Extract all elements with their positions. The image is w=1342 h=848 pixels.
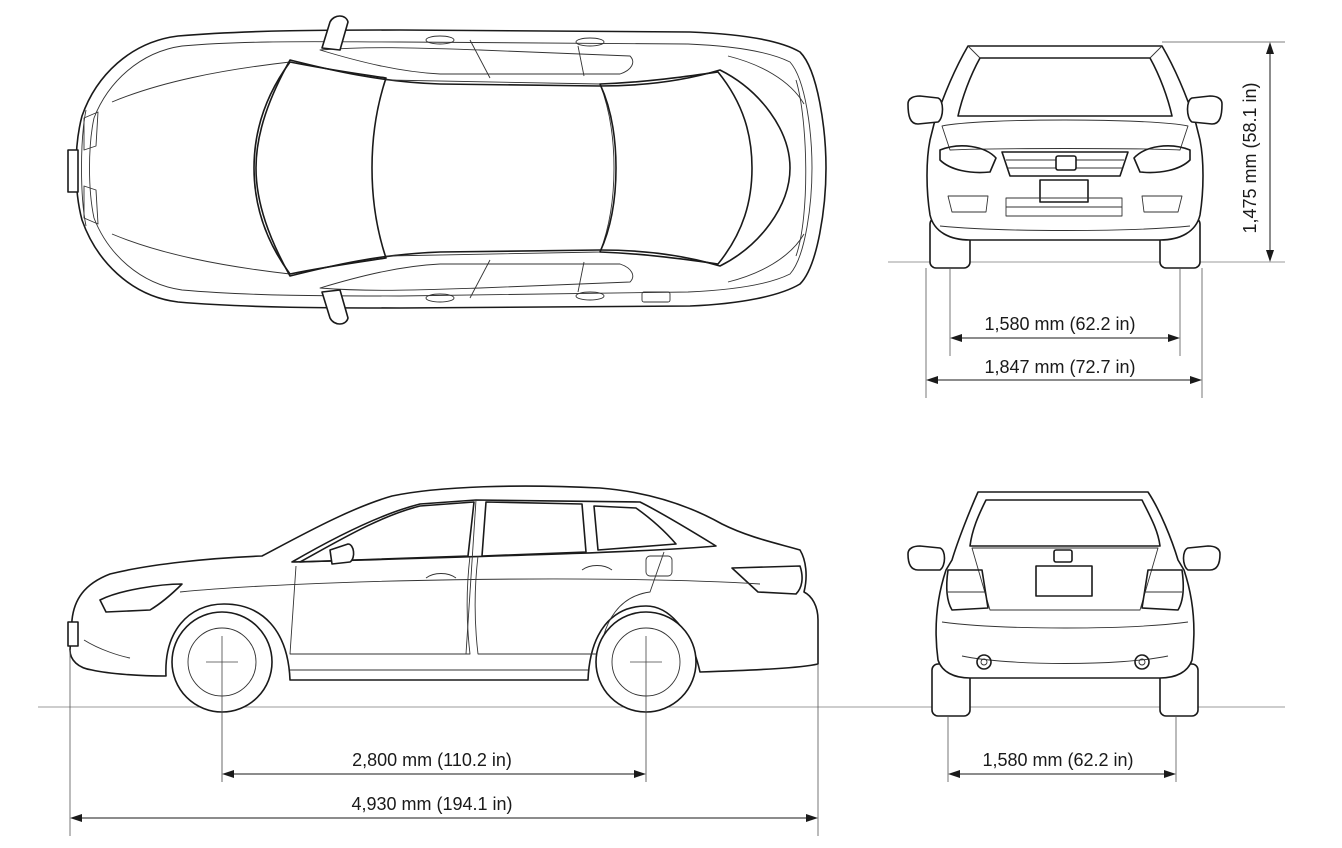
rear-exhaust-right-inner <box>1138 658 1146 666</box>
front-bumper-lower <box>939 225 1191 231</box>
front-headlight-left <box>939 145 997 174</box>
top-fuel-lid <box>641 291 671 303</box>
top-hood-line-lower <box>111 233 291 275</box>
side-front-plate <box>67 621 79 647</box>
rear-emblem <box>1053 549 1073 563</box>
top-hood-line-upper <box>111 61 291 103</box>
rear-trunk-lid <box>971 547 1159 611</box>
rear-mirror-right <box>1182 545 1221 571</box>
top-side-window-lower <box>319 263 634 291</box>
rear-exhaust-right <box>1134 654 1150 670</box>
wheelbase-label: 2,800 mm (110.2 in) <box>352 750 512 770</box>
rear-track-arrow-right <box>1164 770 1176 778</box>
top-mirror-upper <box>321 15 349 51</box>
rear-mirror-left <box>907 545 946 571</box>
top-headlight-upper <box>83 111 99 151</box>
length-label: 4,930 mm (194.1 in) <box>351 794 512 814</box>
front-body-outline <box>926 45 1204 241</box>
top-handle-1 <box>425 35 455 45</box>
top-trunk-line-upper <box>727 55 805 105</box>
side-character-line <box>179 578 761 593</box>
rear-view <box>907 491 1221 717</box>
top-door-line-upper <box>469 39 491 79</box>
top-mirror-lower <box>321 289 349 325</box>
height-arrow-top <box>1266 42 1274 54</box>
rear-taillight-left <box>946 569 989 611</box>
side-front-door <box>289 555 471 655</box>
rear-bumper <box>941 621 1189 629</box>
width-arrow-right <box>1190 376 1202 384</box>
rear-exhaust-left-inner <box>980 658 988 666</box>
side-mirror <box>329 543 355 565</box>
rear-track-dimension: 1,580 mm (62.2 in) <box>947 716 1177 782</box>
front-windshield <box>957 57 1173 117</box>
top-door-line-lower <box>469 259 491 299</box>
top-handle-4 <box>575 291 605 301</box>
side-front-window <box>299 501 475 563</box>
rear-exhaust-left <box>976 654 992 670</box>
side-handle-rear <box>581 565 613 571</box>
length-arrow-left <box>70 814 82 822</box>
front-track-label: 1,580 mm (62.2 in) <box>984 314 1135 334</box>
height-label: 1,475 mm (58.1 in) <box>1240 82 1260 233</box>
front-fog-right <box>1141 195 1183 213</box>
wheelbase-arrow-right <box>634 770 646 778</box>
width-arrow-left <box>926 376 938 384</box>
front-track-arrow-right <box>1168 334 1180 342</box>
top-handle-3 <box>425 293 455 303</box>
side-front-bumper-line <box>83 639 131 659</box>
top-handle-2 <box>575 37 605 47</box>
length-dimension: 4,930 mm (194.1 in) <box>69 650 819 836</box>
wheelbase-arrow-left <box>222 770 234 778</box>
top-rear-door-line-upper <box>577 45 585 77</box>
top-rear-window <box>599 71 753 265</box>
side-quarter-window <box>593 505 677 551</box>
height-arrow-bottom <box>1266 250 1274 262</box>
side-headlight <box>99 583 183 613</box>
top-cabin-outline <box>255 59 791 277</box>
front-track-dimension: 1,580 mm (62.2 in) <box>949 268 1181 356</box>
top-windshield <box>253 61 387 275</box>
rear-taillight-right <box>1141 569 1184 611</box>
side-rear-window <box>481 501 587 557</box>
width-label: 1,847 mm (72.7 in) <box>984 357 1135 377</box>
top-trunk-edge <box>795 79 807 257</box>
top-rear-door-line-lower <box>577 261 585 293</box>
front-headlight-right <box>1133 145 1191 174</box>
side-taillight <box>731 565 803 595</box>
front-grille <box>1001 151 1129 177</box>
side-handle-front <box>425 573 457 579</box>
rear-track-arrow-left <box>948 770 960 778</box>
side-b-pillar <box>465 499 477 655</box>
front-emblem <box>1055 155 1077 171</box>
top-roof <box>385 79 615 257</box>
side-view <box>38 485 1285 782</box>
front-a-pillar-left <box>967 45 981 59</box>
front-mirror-left <box>907 95 944 125</box>
rear-track-label: 1,580 mm (62.2 in) <box>982 750 1133 770</box>
top-side-window-upper <box>319 47 634 75</box>
rear-license-plate <box>1035 565 1093 597</box>
rear-window <box>969 499 1161 547</box>
top-body-inner-line <box>89 41 813 297</box>
side-fuel-lid <box>645 555 673 577</box>
front-track-arrow-left <box>950 334 962 342</box>
top-view <box>67 15 827 325</box>
length-arrow-right <box>806 814 818 822</box>
height-dimension: 1,475 mm (58.1 in) <box>1162 41 1285 262</box>
width-dimension: 1,847 mm (72.7 in) <box>925 268 1203 398</box>
front-license-plate <box>1039 179 1089 203</box>
wheelbase-dimension: 2,800 mm (110.2 in) <box>222 750 646 778</box>
front-a-pillar-right <box>1149 45 1163 59</box>
top-headlight-lower <box>83 185 99 225</box>
front-hood <box>941 119 1189 151</box>
side-body-outline <box>69 485 819 681</box>
front-fog-left <box>947 195 989 213</box>
top-trunk-line-lower <box>727 233 805 283</box>
top-front-plate <box>67 149 79 193</box>
front-view <box>888 45 1285 269</box>
front-mirror-right <box>1186 95 1223 125</box>
